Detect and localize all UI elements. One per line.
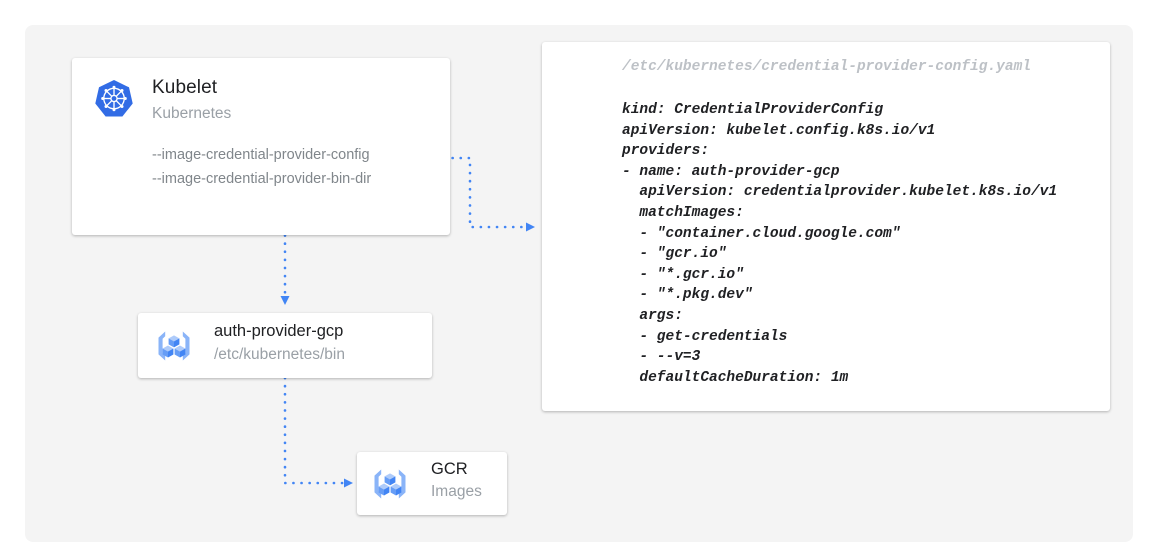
kubernetes-logo-icon bbox=[92, 77, 136, 121]
kubelet-card-subtitle: Kubernetes bbox=[152, 105, 232, 122]
gcr-card-title: GCR bbox=[431, 460, 468, 478]
kubelet-card-flag-bin-dir: --image-credential-provider-bin-dir bbox=[152, 171, 372, 187]
gcp-container-registry-icon bbox=[368, 462, 412, 506]
yaml-file-path: /etc/kubernetes/credential-provider-conf… bbox=[622, 59, 1031, 75]
kubelet-card-title: Kubelet bbox=[152, 77, 218, 98]
auth-provider-gcp-card-title: auth-provider-gcp bbox=[214, 322, 344, 340]
kubelet-card[interactable]: Kubelet Kubernetes --image-credential-pr… bbox=[72, 58, 450, 235]
kubelet-card-flag-config: --image-credential-provider-config bbox=[152, 147, 370, 163]
yaml-code-block: kind: CredentialProviderConfig apiVersio… bbox=[622, 102, 1058, 386]
gcp-container-registry-icon bbox=[152, 324, 196, 368]
auth-provider-gcp-card[interactable]: auth-provider-gcp /etc/kubernetes/bin bbox=[138, 313, 432, 378]
auth-provider-gcp-card-subtitle: /etc/kubernetes/bin bbox=[214, 346, 345, 363]
gcr-card-subtitle: Images bbox=[431, 483, 482, 500]
credential-provider-config-card[interactable]: /etc/kubernetes/credential-provider-conf… bbox=[542, 42, 1110, 411]
gcr-card[interactable]: GCR Images bbox=[357, 452, 507, 515]
